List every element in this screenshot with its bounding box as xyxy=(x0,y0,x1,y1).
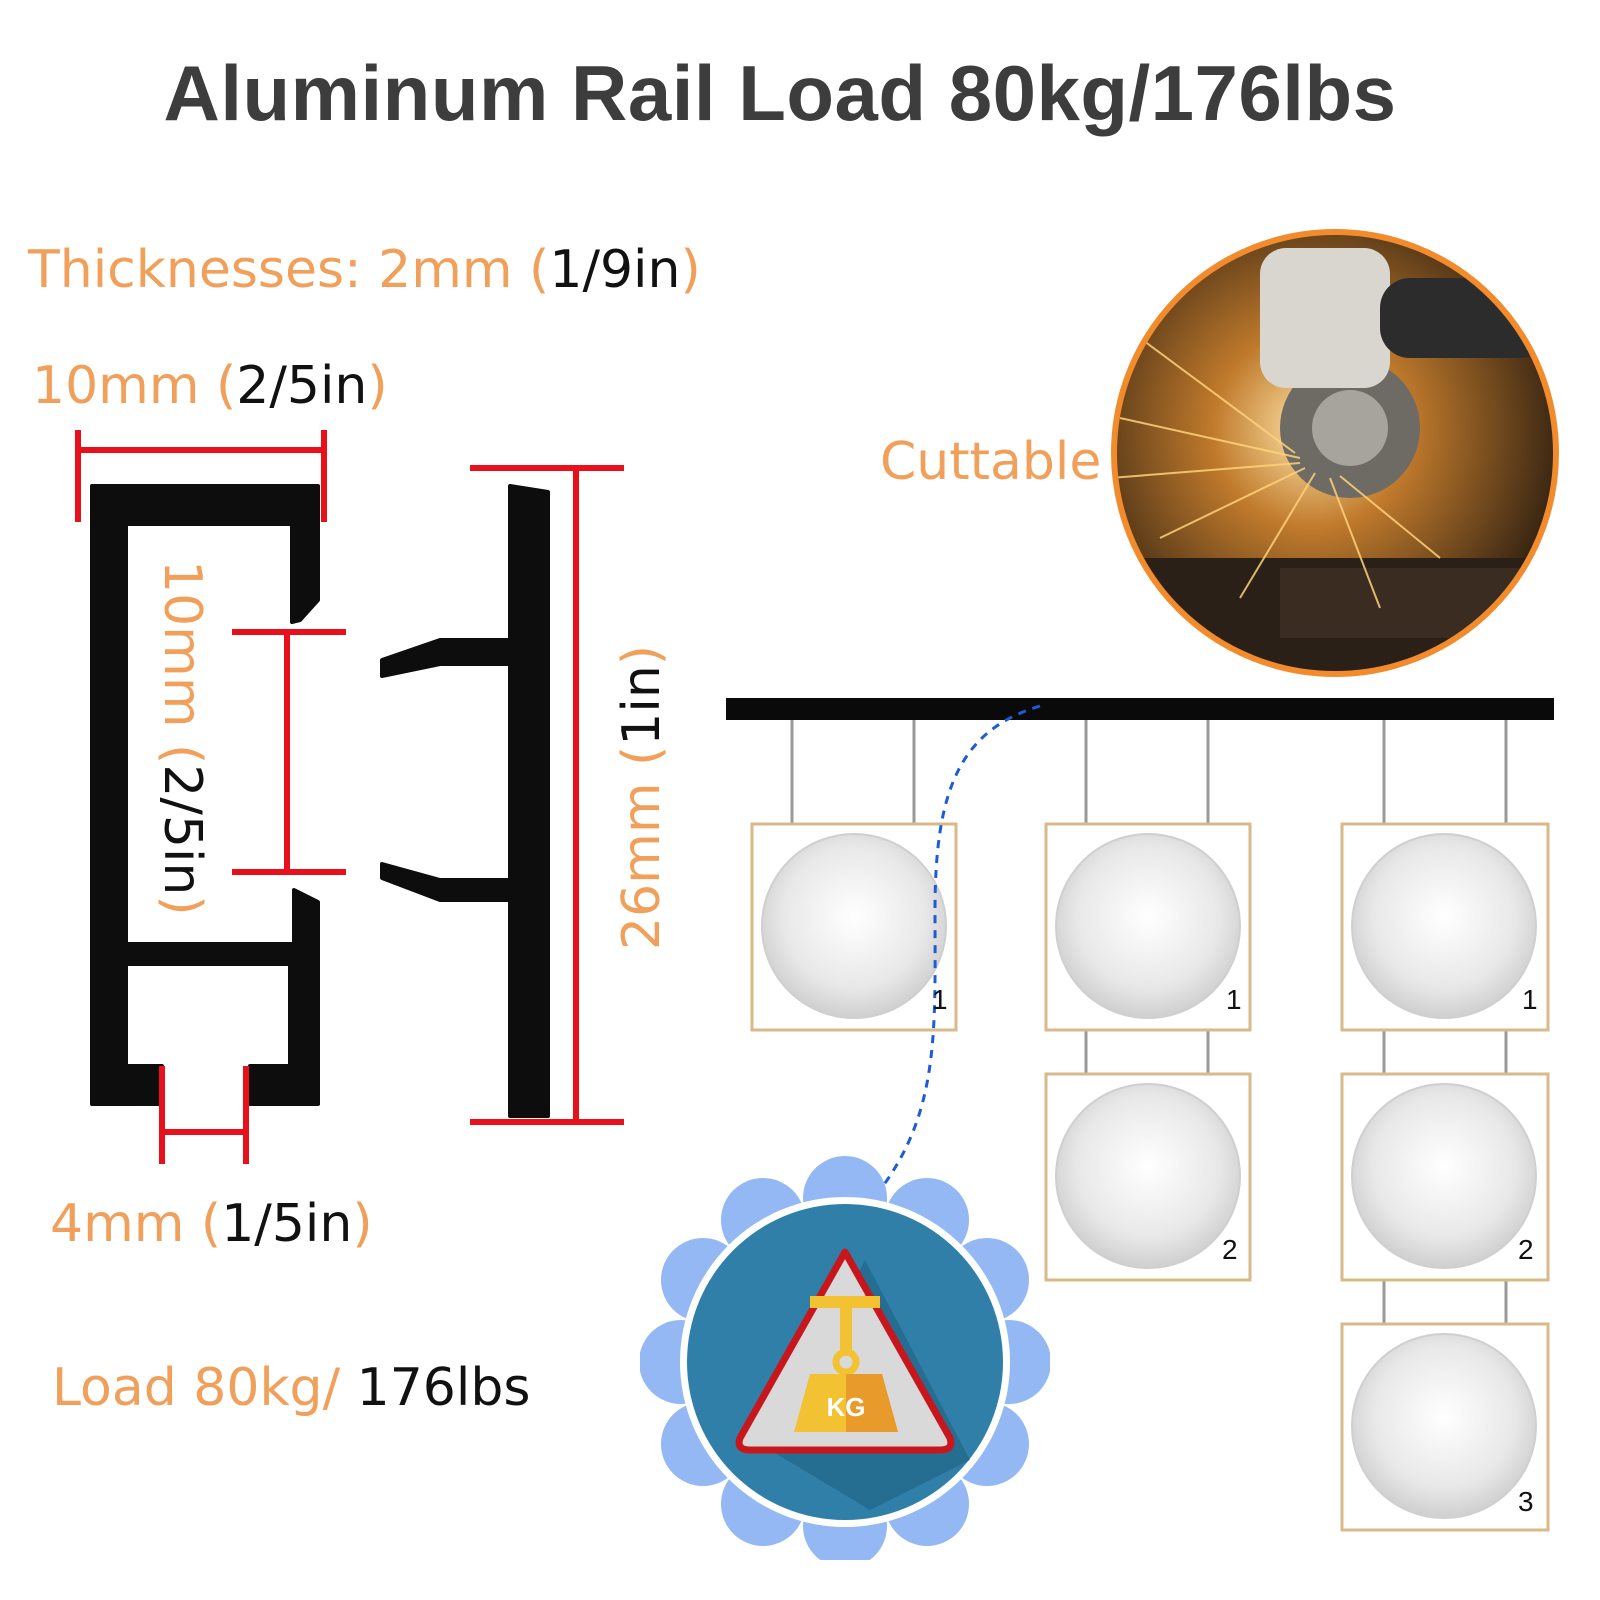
picture-frame-col1-1 xyxy=(750,822,958,1032)
rail-profile-diagram xyxy=(75,430,624,1164)
top-width-mm: 10mm ( xyxy=(32,356,237,416)
thickness-inch: 1/9in xyxy=(549,240,681,300)
top-width-close: ) xyxy=(367,356,388,416)
frame-number: 3 xyxy=(1518,1486,1534,1517)
weight-kg-text: KG xyxy=(827,1392,866,1422)
frame-number: 2 xyxy=(1222,1234,1238,1265)
wall-rail xyxy=(726,698,1554,720)
slot-width-label: 4mm (1/5in) xyxy=(50,1194,373,1254)
picture-frame-col3-3 xyxy=(1340,1322,1550,1532)
slot-mm: 4mm ( xyxy=(50,1194,222,1254)
angle-grinder-photo xyxy=(1111,229,1559,677)
slot-inch: 1/5in xyxy=(221,1194,353,1254)
thickness-mm: Thicknesses: 2mm ( xyxy=(28,240,550,300)
picture-frame-col2-2 xyxy=(1044,1072,1252,1282)
frame-number: 1 xyxy=(1522,984,1538,1015)
load-badge: KG xyxy=(640,1156,1050,1560)
hanging-system-diagram xyxy=(726,698,1554,1532)
frame-number: 1 xyxy=(1226,984,1242,1015)
picture-frame-col2-1 xyxy=(1044,822,1252,1032)
top-width-inch: 2/5in xyxy=(236,356,368,416)
hanging-wires xyxy=(790,720,1508,1324)
load-connector-line xyxy=(878,704,1041,1191)
rail-bracket-profile xyxy=(380,484,550,1118)
slot-close: ) xyxy=(352,1194,373,1254)
weight-icon: KG xyxy=(735,1248,955,1454)
cuttable-label: Cuttable xyxy=(880,432,1102,492)
rail-channel-profile xyxy=(90,484,320,1106)
top-width-label: 10mm (2/5in) xyxy=(32,356,388,416)
thickness-close: ) xyxy=(680,240,701,300)
frame-number: 1 xyxy=(932,984,948,1015)
thickness-label: Thicknesses: 2mm (1/9in) xyxy=(28,240,701,300)
load-lbs: 176lbs xyxy=(356,1358,531,1418)
picture-frame-col3-1 xyxy=(1340,822,1550,1032)
page-title: Aluminum Rail Load 80kg/176lbs xyxy=(163,49,1397,137)
frame-number: 2 xyxy=(1518,1234,1534,1265)
load-kg: Load 80kg/ xyxy=(52,1358,341,1418)
picture-frame-col3-2 xyxy=(1340,1072,1550,1282)
load-label: Load 80kg/ 176lbs xyxy=(52,1358,530,1418)
